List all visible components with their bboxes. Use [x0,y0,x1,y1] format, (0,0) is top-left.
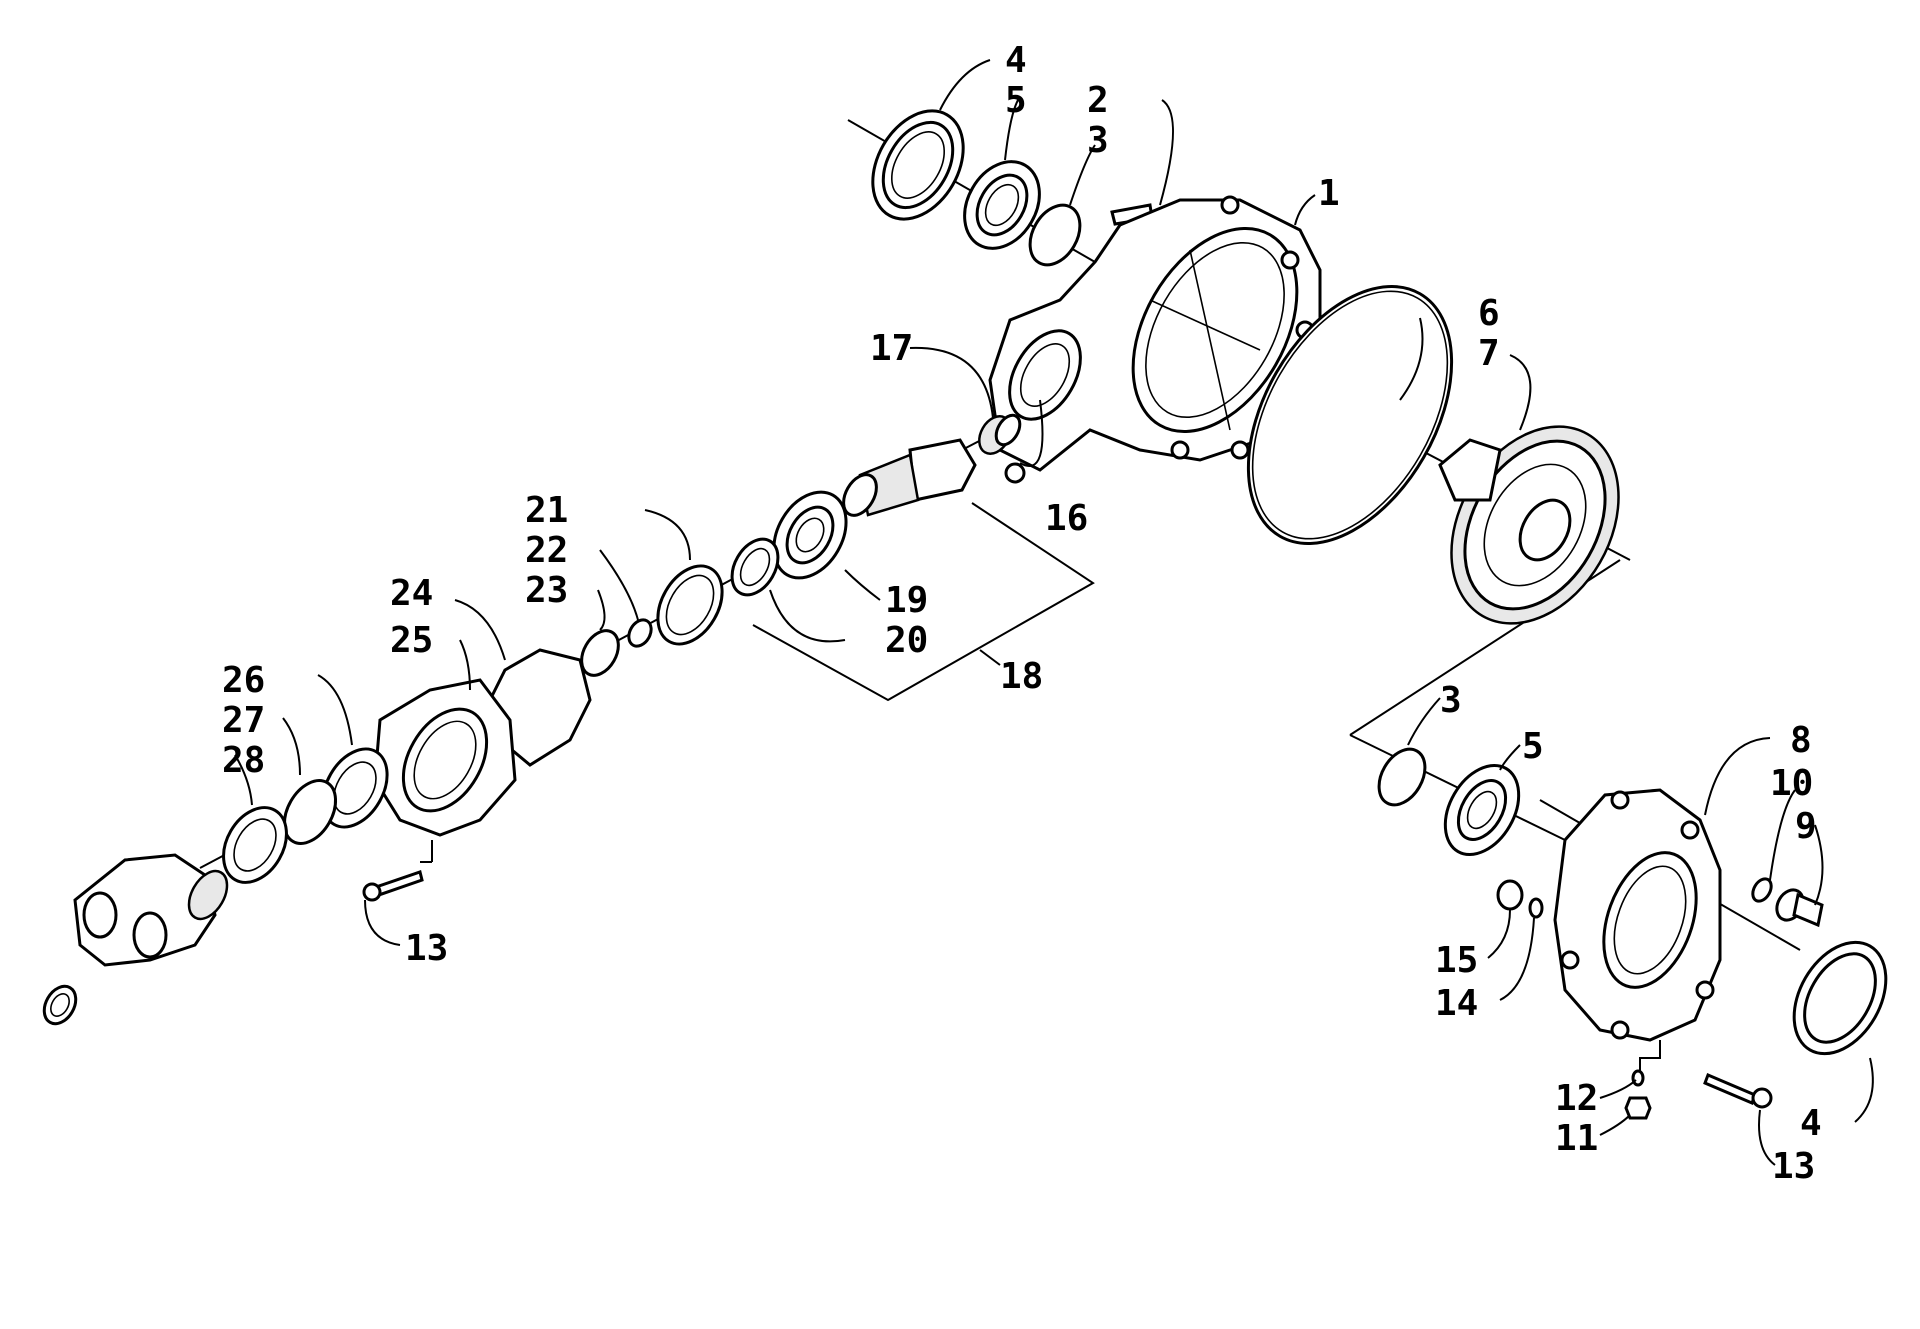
callout-13-left: 13 [405,928,448,969]
callout-16: 16 [1045,498,1088,539]
ring-gear [1438,425,1620,625]
callout-8: 8 [1790,720,1812,761]
snap-ring-output [282,779,338,845]
callout-11: 11 [1555,1118,1598,1159]
callout-1: 1 [1318,173,1340,214]
o-ring-large-inner [1251,290,1449,540]
callout-21: 21 [525,490,568,531]
callout-3-top: 3 [1087,120,1109,161]
cap-screw-right [1703,1073,1773,1109]
callout-7: 7 [1478,333,1500,374]
o-ring-bottom [1377,747,1427,807]
cap-screw-left [362,870,424,902]
output-yoke [73,853,229,967]
pinion-gear [842,438,977,517]
callout-20: 20 [885,620,928,661]
callout-15: 15 [1435,940,1478,981]
assembly-bracket-18 [752,502,1095,702]
callout-14: 14 [1435,983,1478,1024]
callout-17: 17 [870,328,913,369]
washer-12 [1631,1069,1645,1087]
leader-cover-fastener [1639,1040,1661,1072]
callout-5-bottom: 5 [1522,726,1544,767]
callout-26: 26 [222,660,265,701]
differential-housing [988,195,1322,472]
callout-3-bottom: 3 [1440,680,1462,721]
callout-13-right: 13 [1772,1146,1815,1187]
o-ring-large [1246,285,1454,545]
leader-lines [234,59,1874,1166]
callout-25: 25 [390,620,433,661]
drain-plug-small [1004,462,1026,484]
bearing-output [321,747,389,829]
oil-seal-top [871,109,965,221]
drain-plug [1496,879,1524,911]
bearing-cup [656,564,724,646]
washer-drain [1528,897,1544,919]
fill-plug [1775,888,1824,928]
o-ring-top [1028,203,1082,267]
callout-18: 18 [1000,656,1043,697]
bearing-race [730,537,780,597]
callout-labels: 4 5 2 3 1 6 7 17 16 19 20 18 21 22 23 24… [222,40,1822,1187]
callout-28: 28 [222,740,265,781]
callout-5-top: 5 [1005,80,1027,121]
callout-2: 2 [1087,80,1109,121]
oil-seal-output [222,806,288,884]
callout-23: 23 [525,570,568,611]
needle-bearing [978,413,1022,455]
bearing-top [963,160,1041,250]
bearing-pinion [772,490,848,580]
callout-19: 19 [885,580,928,621]
bearing-bottom [1443,763,1521,857]
snap-ring [580,629,620,677]
callout-4-bottom: 4 [1800,1103,1822,1144]
pinion-housing [373,678,517,837]
callout-12: 12 [1555,1078,1598,1119]
callout-24: 24 [390,573,433,614]
washer-fill [1751,877,1773,903]
callout-22: 22 [525,530,568,571]
shim [627,618,653,648]
nut-11 [1624,1096,1652,1120]
callout-4-top: 4 [1005,40,1027,81]
callout-27: 27 [222,700,265,741]
oil-seal-bottom [1792,940,1888,1056]
callout-6: 6 [1478,293,1500,334]
callout-9: 9 [1795,806,1817,847]
washer-yoke [42,984,78,1026]
end-cover [1553,788,1722,1042]
callout-10: 10 [1770,763,1813,804]
